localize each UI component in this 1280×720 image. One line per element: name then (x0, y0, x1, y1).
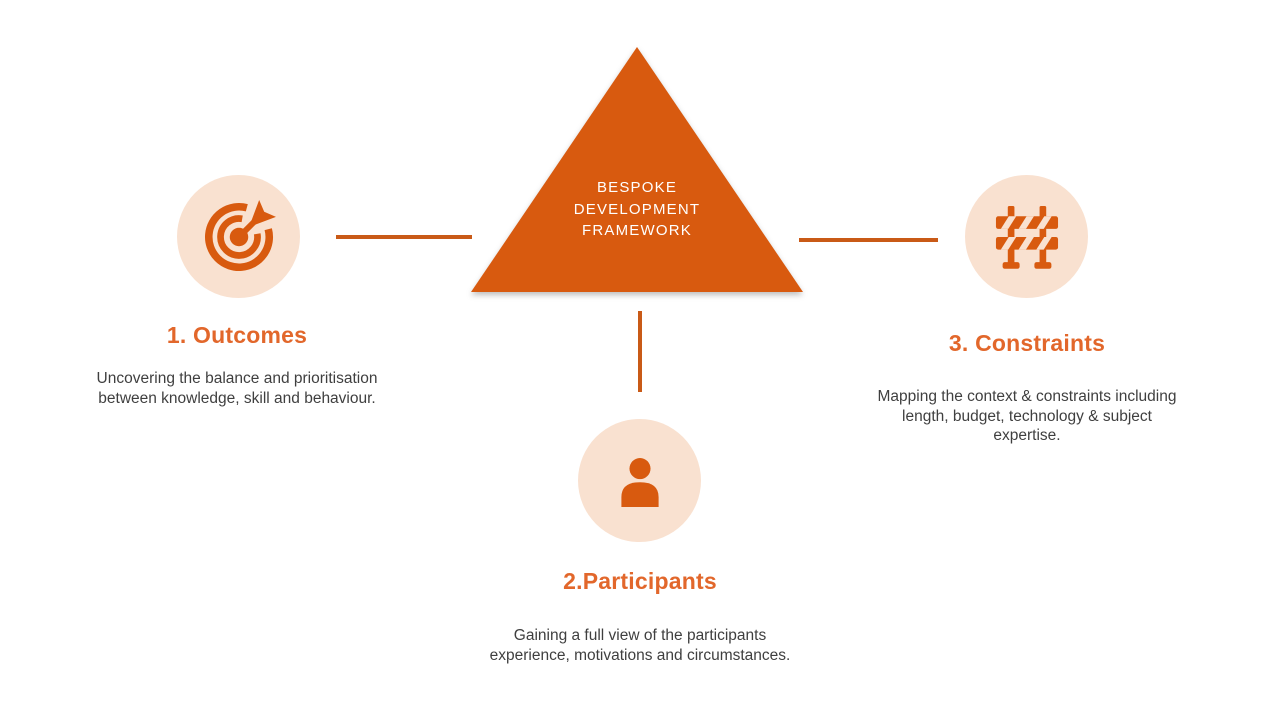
constraints-title: 3. Constraints (948, 330, 1106, 356)
outcomes-description: Uncovering the balance and prioritisatio… (96, 370, 378, 407)
constraints-description: Mapping the context & constraints includ… (877, 388, 1177, 444)
triangle-shape: BESPOKE DEVELOPMENT FRAMEWORK (471, 47, 803, 292)
barrier-icon (990, 203, 1064, 271)
framework-triangle: BESPOKE DEVELOPMENT FRAMEWORK (471, 47, 803, 292)
constraints-icon-circle (965, 175, 1088, 298)
person-icon (609, 450, 671, 512)
participants-title: 2.Participants (563, 568, 717, 594)
participants-description: Gaining a full view of the participants … (489, 627, 791, 664)
participants-icon-circle (578, 419, 701, 542)
connector-line-down (638, 311, 642, 392)
triangle-title-line3: FRAMEWORK (582, 222, 692, 239)
connector-line-right (799, 238, 938, 242)
triangle-title: BESPOKE DEVELOPMENT FRAMEWORK (471, 177, 803, 242)
outcomes-title: 1. Outcomes (166, 322, 308, 348)
target-icon (197, 195, 281, 279)
triangle-title-line1: BESPOKE (596, 179, 678, 196)
triangle-title-line2: DEVELOPMENT (573, 200, 701, 218)
outcomes-icon-circle (177, 175, 300, 298)
connector-line-left (336, 235, 472, 239)
